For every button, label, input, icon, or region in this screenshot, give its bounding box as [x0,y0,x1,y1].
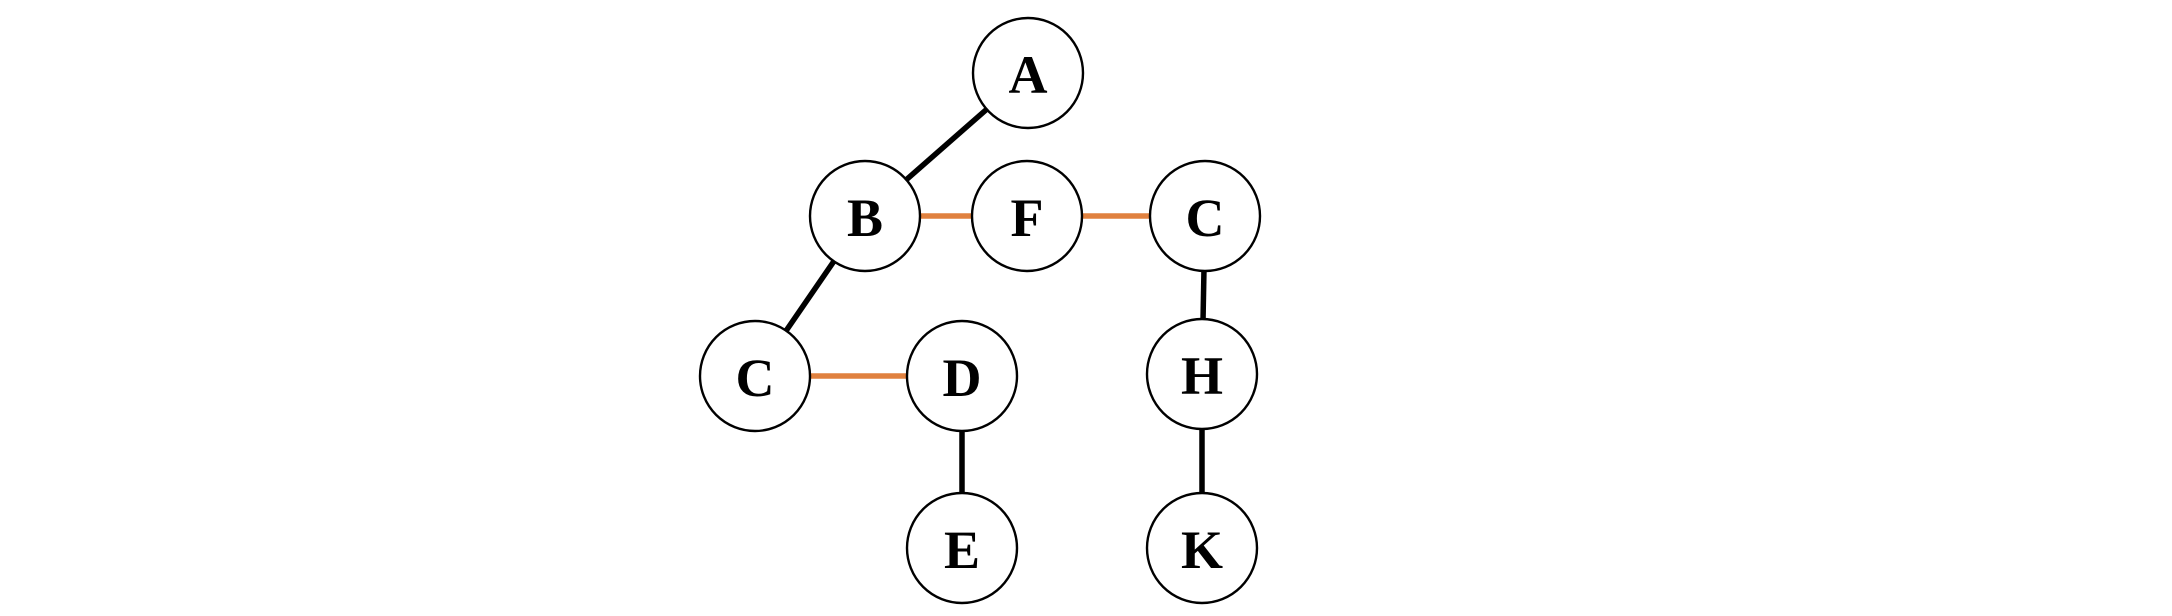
graph-edge-b-c2 [783,259,837,333]
node-label-k: K [1181,520,1223,580]
node-circle-k[interactable] [1145,491,1259,605]
graph-node-a[interactable]: A [971,16,1085,130]
edges-layer [783,107,1207,493]
graph-node-e[interactable]: E [905,491,1019,605]
node-label-c1: C [1186,188,1225,248]
node-label-f: F [1011,188,1044,248]
graph-node-h[interactable]: H [1145,317,1259,431]
graph-edge-a-b [904,107,989,182]
node-circle-c1[interactable] [1148,159,1262,273]
node-label-a: A [1009,45,1048,105]
graph-node-k[interactable]: K [1145,491,1259,605]
nodes-layer: A B F C C D H E K [698,16,1262,605]
node-label-b: B [847,188,883,248]
node-label-d: D [943,348,982,408]
node-circle-a[interactable] [971,16,1085,130]
node-circle-c2[interactable] [698,319,812,433]
node-circle-h[interactable] [1145,317,1259,431]
node-label-h: H [1181,346,1223,406]
graph-node-f[interactable]: F [970,159,1084,273]
node-label-e: E [944,520,980,580]
graph-edge-c1-h [1200,270,1207,320]
node-circle-d[interactable] [905,319,1019,433]
graph-node-d[interactable]: D [905,319,1019,433]
node-circle-e[interactable] [905,491,1019,605]
graph-node-b[interactable]: B [808,159,922,273]
graph-node-c2[interactable]: C [698,319,812,433]
node-circle-f[interactable] [970,159,1084,273]
graph-node-c1[interactable]: C [1148,159,1262,273]
node-label-c2: C [736,348,775,408]
node-circle-b[interactable] [808,159,922,273]
